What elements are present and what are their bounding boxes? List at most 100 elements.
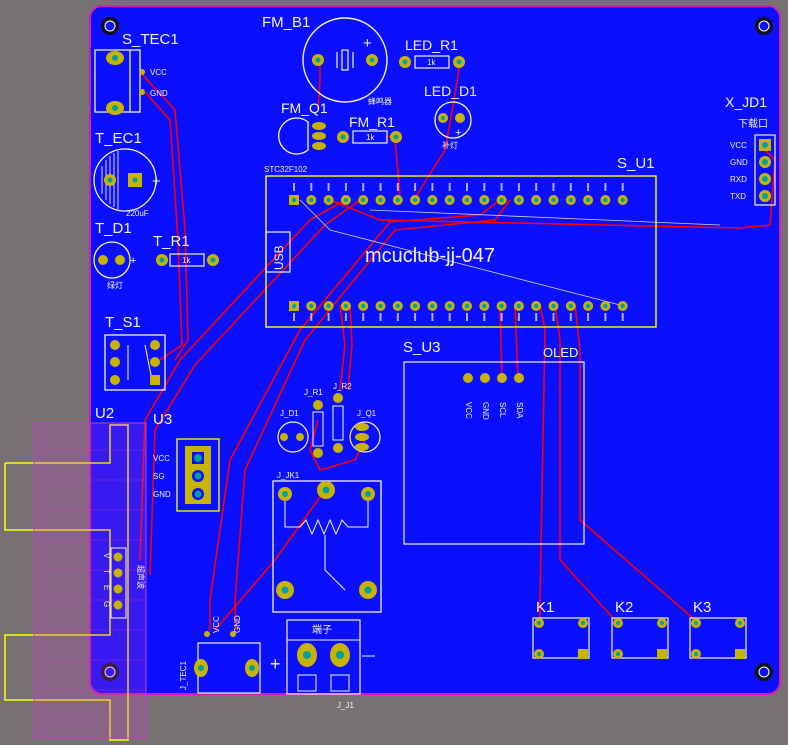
pin-silk-mark: [431, 183, 434, 191]
u2-pin-e: E: [102, 585, 111, 590]
pin-silk-mark: [621, 183, 624, 191]
led-d1-outline[interactable]: [434, 101, 472, 139]
pin-silk-mark: [466, 183, 468, 191]
fm-q1-pad-1[interactable]: [312, 122, 326, 130]
j-r2-pad[interactable]: [333, 443, 343, 453]
fm-b1-outline[interactable]: [302, 17, 388, 103]
led-d1-note: 补灯: [442, 140, 458, 150]
s-u1-top-pin-row[interactable]: [289, 183, 628, 205]
k3-outline[interactable]: [689, 617, 747, 659]
pin-silk-mark: [621, 313, 624, 321]
j-j1-outline[interactable]: [286, 619, 361, 695]
pad-hole: [456, 59, 462, 65]
pin-silk-mark: [535, 183, 538, 191]
fm-q1-pad-3[interactable]: [312, 142, 326, 150]
u2-label: U2: [95, 405, 114, 422]
j-q1-pad[interactable]: [355, 443, 369, 451]
s-u3-pin-gnd: GND: [481, 402, 490, 420]
j-j1-latch: [330, 674, 350, 692]
t-s1-outline[interactable]: [104, 334, 166, 391]
k1-pad[interactable]: [578, 649, 588, 659]
relay-coil-icon: [284, 500, 369, 591]
fm-r1-body[interactable]: [352, 130, 388, 144]
t-r1-body[interactable]: [169, 253, 205, 267]
j-q1-pad[interactable]: [355, 433, 369, 441]
j-r2-body[interactable]: [332, 405, 344, 441]
u3-pin-gnd: GND: [153, 490, 171, 499]
k1-outline[interactable]: [532, 617, 590, 659]
mounting-holes: [101, 17, 773, 681]
t-r1-value: 1k: [182, 256, 191, 265]
u2-keepout-area: [33, 422, 147, 739]
pad-hole: [620, 303, 625, 309]
j-d1-outline[interactable]: [277, 421, 309, 453]
j-d1-pad[interactable]: [296, 433, 304, 441]
j-tec1-pin-gnd: GND: [233, 615, 242, 633]
x-jd1-pin-rxd: RXD: [730, 175, 747, 184]
x-jd1-pads[interactable]: [759, 139, 771, 202]
pad-hole: [660, 621, 664, 625]
pad-hole: [482, 197, 487, 203]
pin-silk-mark: [552, 313, 555, 321]
led-r1-body[interactable]: [414, 55, 450, 69]
pad-hole: [378, 303, 383, 309]
t-s1-label: T_S1: [105, 314, 141, 331]
k2-outline[interactable]: [611, 617, 669, 659]
pad-hole: [616, 652, 620, 656]
fm-r1-label: FM_R1: [349, 114, 395, 130]
pad-hole: [430, 303, 435, 309]
k2-pad[interactable]: [657, 649, 667, 659]
j-tec1-pin-vcc: VCC: [212, 616, 221, 633]
s-u3-outline[interactable]: [403, 361, 585, 545]
fm-q1-pad-2[interactable]: [312, 132, 326, 140]
j-r1-body[interactable]: [312, 411, 324, 447]
u2-header[interactable]: [110, 547, 127, 619]
pin-silk-mark: [483, 313, 486, 321]
pad-hole: [402, 59, 408, 65]
x-jd1-header[interactable]: [754, 134, 776, 206]
polarity-plus-icon: +: [455, 127, 461, 139]
pad-hole: [568, 303, 573, 309]
t-d1-pad-2[interactable]: [115, 255, 125, 265]
switch-symbol-icon: [127, 344, 153, 381]
j-d1-pad[interactable]: [280, 433, 288, 441]
led-d1-pad-2[interactable]: [455, 113, 465, 123]
s-tec1-pin-gnd: GND: [150, 89, 168, 98]
s-u3-pads[interactable]: [463, 373, 524, 383]
u3-outline[interactable]: [176, 438, 220, 512]
t-d1-label: T_D1: [95, 220, 132, 237]
s-u3-pin-scl: SCL: [498, 402, 507, 418]
j-q1-pad[interactable]: [355, 423, 369, 431]
pcb-board: [89, 5, 781, 695]
t-ec1-outline[interactable]: [93, 148, 157, 212]
t-d1-outline[interactable]: [93, 241, 131, 279]
fm-q1-outline[interactable]: [278, 117, 309, 155]
pad-hole: [603, 303, 608, 309]
j-r1-pad[interactable]: [313, 400, 323, 410]
s-tec1-pin-vcc: VCC: [150, 68, 167, 77]
pad-hole: [281, 586, 289, 594]
pin-silk-mark: [466, 313, 468, 321]
pad-hole: [534, 197, 539, 203]
j-jk1-outline[interactable]: [272, 480, 382, 613]
t-d1-pad-1[interactable]: [98, 255, 108, 265]
j-q1-outline[interactable]: [349, 421, 381, 453]
pin-silk-mark: [362, 313, 365, 321]
pin-silk-mark: [552, 183, 555, 191]
s-u1-bottom-pin-row[interactable]: [289, 301, 628, 321]
j-d1-label: J_D1: [280, 409, 299, 418]
t-s1-pads[interactable]: [110, 340, 160, 385]
u2-pads[interactable]: [113, 552, 123, 610]
u3-pads[interactable]: [192, 452, 204, 500]
j-r1-pad[interactable]: [313, 448, 323, 458]
u2-pin-g: G: [102, 601, 111, 607]
k3-label: K3: [693, 599, 711, 616]
pad-hole: [430, 197, 435, 203]
j-r2-pad[interactable]: [333, 393, 343, 403]
pad-hole: [198, 665, 204, 671]
k3-pad[interactable]: [735, 649, 745, 659]
u2-keepout-hatch: [34, 449, 146, 721]
pad-hole: [303, 651, 311, 659]
pad-hole: [315, 57, 321, 63]
